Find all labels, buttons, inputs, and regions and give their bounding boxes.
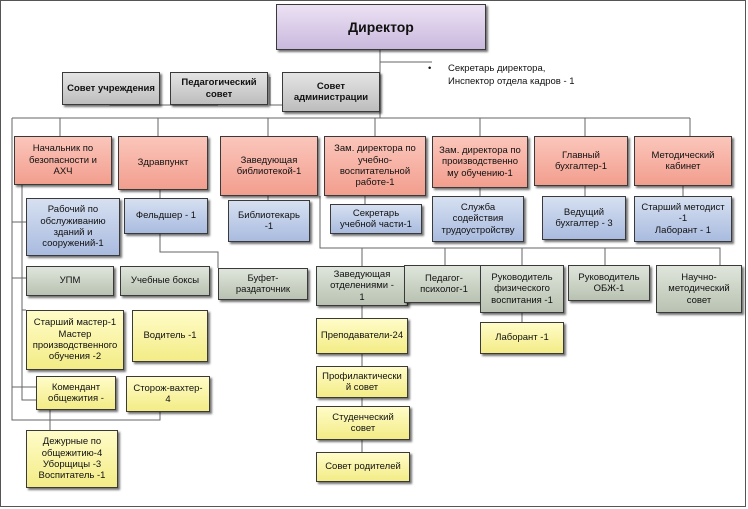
sub-guard: Сторож-вахтер- 4 <box>126 376 210 412</box>
sub-dorm-staff: Дежурные по общежитию-4 Уборщицы -3 Восп… <box>26 430 118 488</box>
sub-prevention-council: Профилактически й совет <box>316 366 408 398</box>
head-methodical: Методический кабинет <box>634 136 732 186</box>
sub-parents-council: Совет родителей <box>316 452 410 482</box>
sub-upm: УПМ <box>26 266 114 296</box>
sub-accountant: Ведущий бухгалтер - 3 <box>542 196 626 240</box>
sub-buffet: Буфет- раздаточник <box>218 268 308 300</box>
bullet-icon: • <box>428 63 432 74</box>
head-deputy-edu: Зам. директора по учебно- воспитательной… <box>324 136 426 196</box>
sub-librarian: Библиотекарь -1 <box>228 200 310 242</box>
head-health: Здравпункт <box>118 136 208 190</box>
sub-workers: Рабочий по обслуживанию зданий и сооруже… <box>26 198 120 256</box>
sub-secretary: Секретарь учебной части-1 <box>330 204 422 234</box>
sub-psychologist: Педагог- психолог-1 <box>404 265 484 303</box>
head-deputy-prod: Зам. директора по производственно му обу… <box>432 136 528 188</box>
sub-student-council: Студенческий совет <box>316 406 410 440</box>
secretary-note-text: Секретарь директора, Инспектор отдела ка… <box>448 63 575 87</box>
sub-feldsher: Фельдшер - 1 <box>124 198 208 234</box>
sub-commandant: Комендант общежития - <box>36 376 116 410</box>
sub-employment: Служба содействия трудоустройству <box>432 196 524 242</box>
sub-training-boxes: Учебные боксы <box>120 266 210 296</box>
sub-teachers: Преподаватели-24 <box>316 318 408 354</box>
head-accountant: Главный бухгалтер-1 <box>534 136 628 186</box>
council-administration: Совет администрации <box>282 72 380 112</box>
sub-driver: Водитель -1 <box>132 310 208 362</box>
sub-obzh: Руководитель ОБЖ-1 <box>568 265 650 301</box>
sub-dept-head: Заведующая отделениями - 1 <box>316 266 408 306</box>
director-box: Директор <box>276 4 486 50</box>
council-pedagogical: Педагогический совет <box>170 72 268 105</box>
sub-lab: Лаборант -1 <box>480 322 564 354</box>
sub-masters: Старший мастер-1 Мастер производственног… <box>26 310 124 370</box>
sub-sci-council: Научно- методический совет <box>656 265 742 313</box>
sub-pe-head: Руководитель физического воспитания -1 <box>480 265 564 313</box>
sub-methodist: Старший методист -1 Лаборант - 1 <box>634 196 732 242</box>
secretary-note: • Секретарь директора, Инспектор отдела … <box>428 63 632 89</box>
head-security: Начальник по безопасности и АХЧ <box>14 136 112 185</box>
council-institution: Совет учреждения <box>62 72 160 105</box>
head-library: Заведующая библиотекой-1 <box>220 136 318 196</box>
